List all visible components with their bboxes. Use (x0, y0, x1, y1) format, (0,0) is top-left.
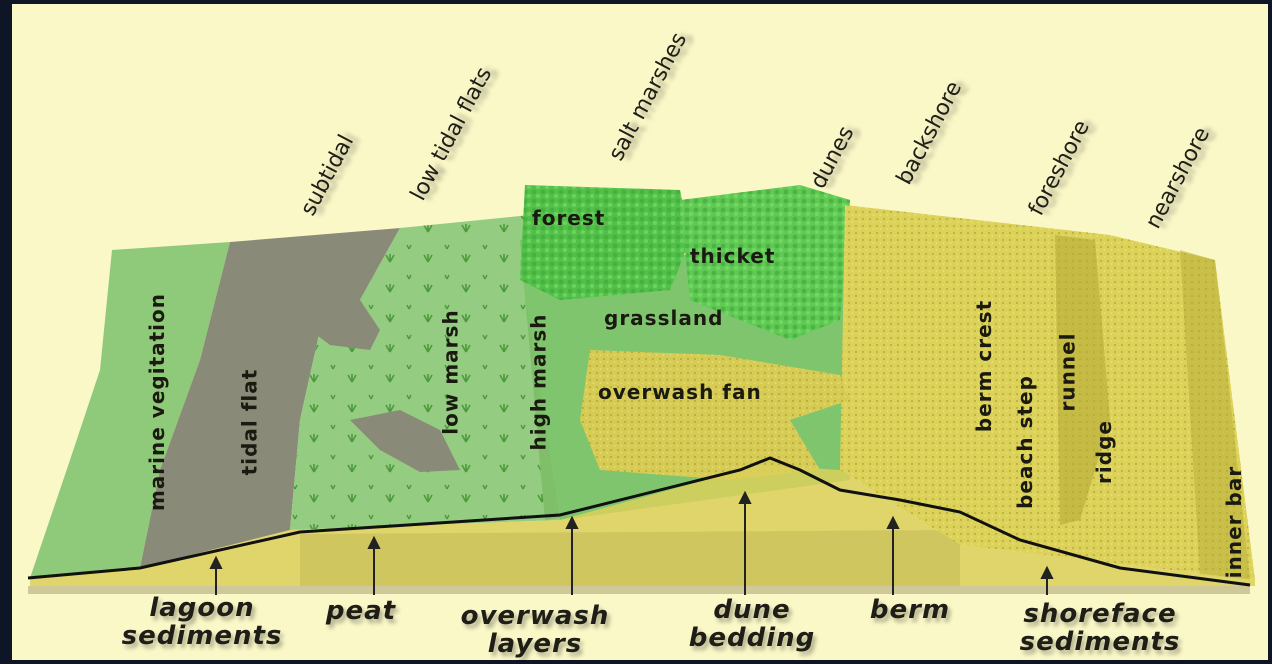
sediment-label-lagoon-line2: sediments (112, 622, 292, 650)
feature-label-ridge: ridge (1092, 420, 1116, 484)
sediment-label-overwash-line2: layers (442, 630, 628, 658)
sediment-label-dune: dune bedding (666, 596, 838, 652)
sediment-label-lagoon: lagoon sediments (112, 594, 292, 650)
feature-label-runnel: runnel (1056, 333, 1080, 412)
feature-label-high-marsh: high marsh (526, 314, 550, 451)
feature-label-overwash-fan: overwash fan (598, 380, 762, 404)
sediment-label-dune-line2: bedding (666, 624, 838, 652)
feature-label-tidal-flat: tidal flat (237, 369, 261, 476)
feature-label-inner-bar: inner bar (1222, 466, 1246, 578)
feature-label-marine-vegitation: marine vegitation (145, 293, 169, 511)
sediment-label-shoreface-line1: shoreface (994, 600, 1206, 628)
sediment-label-shoreface: shoreface sediments (994, 600, 1206, 656)
feature-label-thicket: thicket (690, 244, 775, 268)
sediment-label-lagoon-line1: lagoon (112, 594, 292, 622)
feature-label-berm-crest: berm crest (972, 300, 996, 432)
forest-texture (520, 185, 690, 300)
sediment-label-dune-line1: dune (666, 596, 838, 624)
sediment-label-berm: berm (850, 596, 970, 624)
sediment-label-peat: peat (306, 597, 416, 625)
sediment-label-peat-line1: peat (306, 597, 416, 625)
sediment-label-overwash: overwash layers (442, 602, 628, 658)
feature-label-grassland: grassland (604, 306, 723, 330)
sediment-label-shoreface-line2: sediments (994, 628, 1206, 656)
feature-label-beach-step: beach step (1013, 375, 1037, 509)
feature-label-forest: forest (532, 206, 605, 230)
sediment-label-berm-line1: berm (850, 596, 970, 624)
feature-label-low-marsh: low marsh (439, 309, 463, 434)
sediment-label-overwash-line1: overwash (442, 602, 628, 630)
